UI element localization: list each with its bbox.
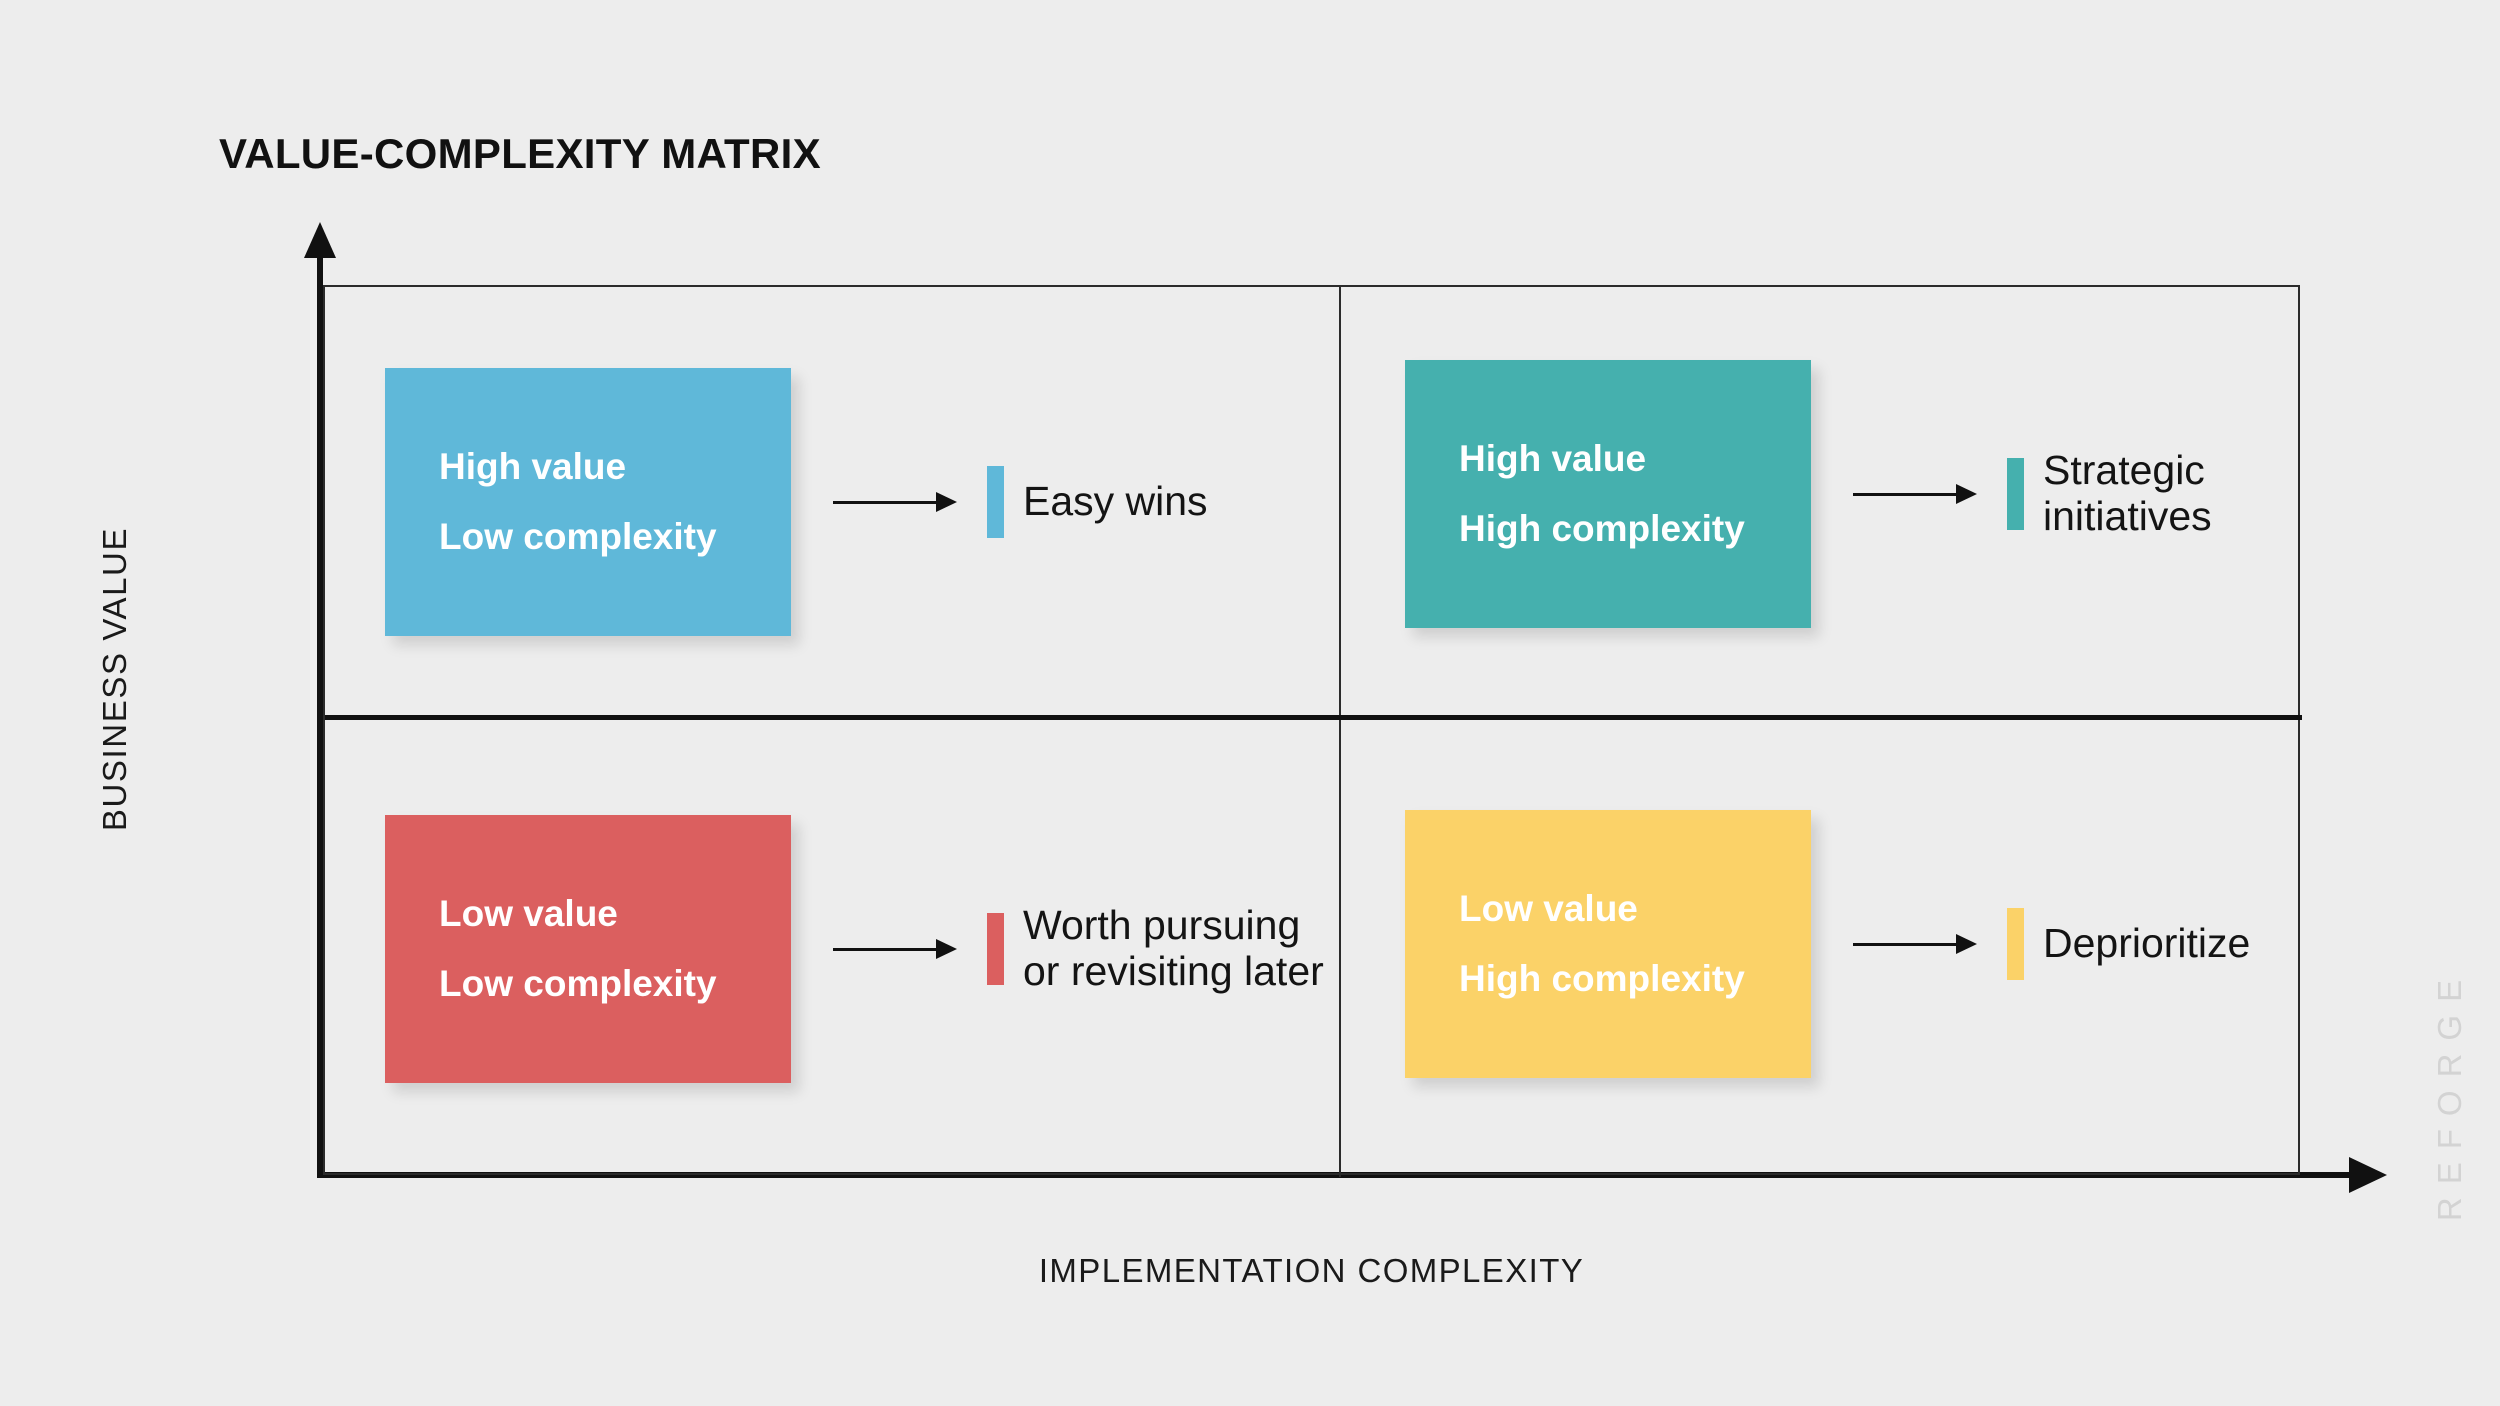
quadrant-bottom-left[interactable]: Low value Low complexity Worth pursuing … [385, 815, 1324, 1083]
arrow-shaft [833, 947, 937, 951]
y-axis-label: BUSINESS VALUE [96, 526, 133, 832]
matrix-vertical-divider [1339, 287, 1341, 1177]
x-axis-arrow-icon [2349, 1157, 2387, 1193]
quadrant-value-label: Low value [439, 893, 618, 934]
quadrant-swatch-box: Low value Low complexity [385, 815, 791, 1083]
outcome-label: Easy wins [1023, 478, 1208, 525]
y-axis-line [317, 250, 323, 1178]
quadrant-complexity-label: Low complexity [439, 516, 717, 557]
arrow-head [936, 492, 957, 512]
matrix-horizontal-divider [325, 715, 2302, 720]
quadrant-outcome: Worth pursuing or revisiting later [987, 902, 1324, 995]
quadrant-arrow-icon [833, 939, 957, 959]
arrow-shaft [1853, 942, 1957, 946]
quadrant-outcome: Deprioritize [2007, 908, 2250, 980]
quadrant-complexity-label: High complexity [1459, 508, 1745, 549]
x-axis-label: IMPLEMENTATION COMPLEXITY [1038, 1252, 1585, 1289]
quadrant-value-label: High value [439, 446, 627, 487]
outcome-color-tick [2007, 458, 2024, 530]
quadrant-swatch-box: Low value High complexity [1405, 810, 1811, 1078]
arrow-head [1956, 484, 1977, 504]
quadrant-top-right[interactable]: High value High complexity Strategic ini… [1405, 360, 2212, 628]
quadrant-bottom-right[interactable]: Low value High complexity Deprioritize [1405, 810, 2250, 1078]
quadrant-outcome: Strategic initiatives [2007, 447, 2212, 540]
outcome-color-tick [987, 466, 1004, 538]
quadrant-value-label: High value [1459, 438, 1647, 479]
matrix-frame [323, 285, 2302, 1177]
outcome-label: Deprioritize [2043, 920, 2251, 967]
outcome-label: Strategic initiatives [2043, 447, 2212, 539]
quadrant-top-left[interactable]: High value Low complexity Easy wins [385, 368, 1208, 636]
y-axis-arrow-icon [304, 222, 336, 258]
quadrant-complexity-label: Low complexity [439, 963, 717, 1004]
outcome-color-tick [2007, 908, 2024, 980]
quadrant-swatch-box: High value High complexity [1405, 360, 1811, 628]
page-title: VALUE-COMPLEXITY MATRIX [219, 130, 821, 177]
quadrant-value-label: Low value [1459, 888, 1638, 929]
x-axis-line [317, 1172, 2357, 1178]
quadrant-outcome: Easy wins [987, 466, 1208, 538]
quadrant-swatch-box: High value Low complexity [385, 368, 791, 636]
quadrant-arrow-icon [833, 492, 957, 512]
arrow-shaft [833, 500, 937, 504]
quadrant-arrow-icon [1853, 484, 1977, 504]
outcome-label: Worth pursuing or revisiting later [1023, 902, 1324, 994]
quadrant-complexity-label: High complexity [1459, 958, 1745, 999]
quadrant-arrow-icon [1853, 934, 1977, 954]
outcome-color-tick [987, 913, 1004, 985]
arrow-head [1956, 934, 1977, 954]
reforge-watermark: REFORGE [2431, 966, 2468, 1222]
arrow-head [936, 939, 957, 959]
arrow-shaft [1853, 492, 1957, 496]
